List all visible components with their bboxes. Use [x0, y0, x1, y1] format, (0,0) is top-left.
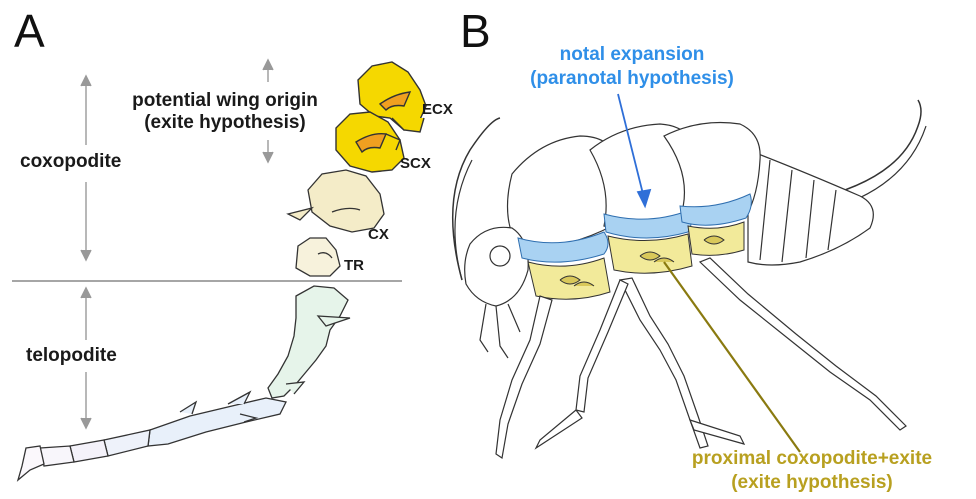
- proximal-line1: proximal coxopodite+exite: [650, 447, 974, 471]
- notal-line2: (paranotal hypothesis): [492, 67, 772, 91]
- foreleg: [496, 296, 552, 458]
- proximal-coxopodite-label: proximal coxopodite+exite (exite hypothe…: [650, 447, 974, 495]
- notal-line1: notal expansion: [492, 43, 772, 67]
- notal-expansion-label: notal expansion (paranotal hypothesis): [492, 43, 772, 91]
- hindleg: [700, 258, 906, 430]
- proximal-line2: (exite hypothesis): [650, 471, 974, 495]
